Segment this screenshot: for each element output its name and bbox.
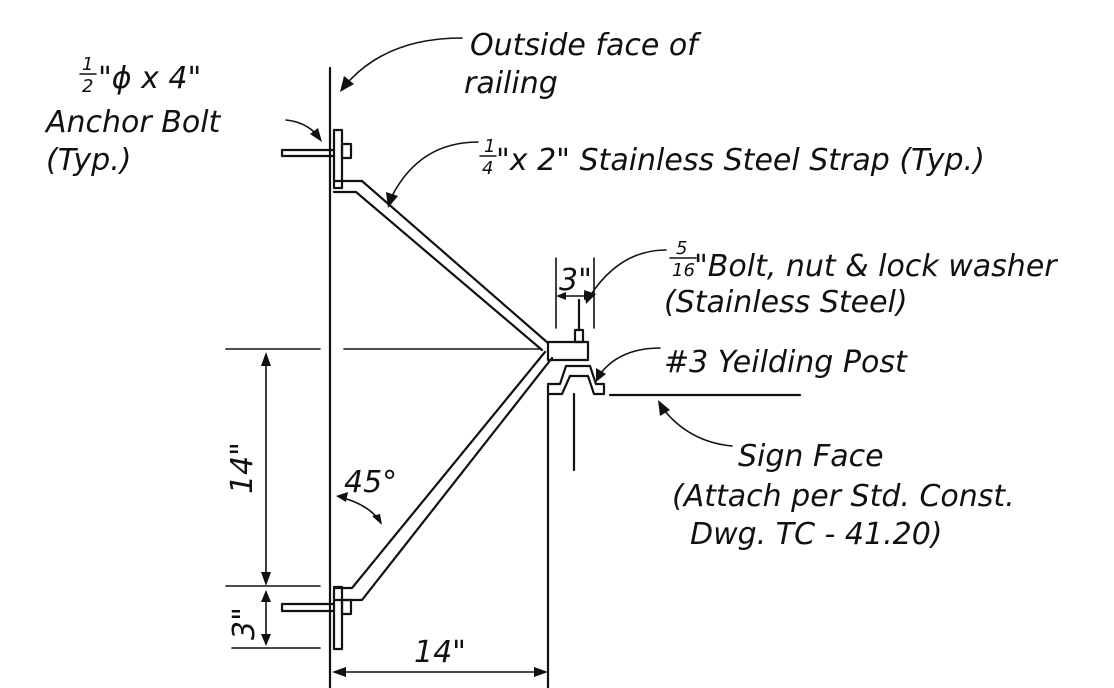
yielding-post-leader bbox=[599, 347, 661, 375]
yielding-post-section bbox=[546, 364, 606, 396]
bolt-size-num: 5 bbox=[676, 238, 687, 259]
dim-vertical-spacing: 14" bbox=[225, 442, 260, 494]
dim-14in-vert-arrow-top bbox=[261, 352, 271, 366]
dim-3in-bot-arrow-bot bbox=[261, 634, 271, 646]
dim-horizontal-projection: 14" bbox=[414, 635, 466, 670]
anchor-bolt-label: Anchor Bolt bbox=[44, 105, 222, 140]
strap-leader-arrow bbox=[386, 192, 398, 208]
anchor-bolt-leader-arrow bbox=[310, 128, 322, 142]
outside-face-label-line2: railing bbox=[464, 66, 558, 101]
dim-14in-horiz-arrow-r bbox=[534, 667, 548, 677]
dim-3in-top-arrow-l bbox=[556, 292, 566, 300]
strap-label: "x 2" Stainless Steel Strap (Typ.) bbox=[496, 143, 985, 178]
angle-arc-arrow-r bbox=[372, 514, 382, 525]
outside-face-leader bbox=[349, 37, 463, 81]
sign-face-label: Sign Face bbox=[738, 439, 884, 474]
bolt-head bbox=[573, 328, 585, 344]
yielding-post-label: #3 Yeilding Post bbox=[664, 345, 908, 380]
strap-size-num: 1 bbox=[484, 136, 495, 157]
strap-leader bbox=[391, 141, 479, 197]
bolt-material-label: (Stainless Steel) bbox=[664, 285, 908, 320]
yielding-post-leader-arrow bbox=[596, 368, 606, 382]
angle-arc-arrow-l bbox=[336, 492, 348, 502]
bottom-anchor-nut bbox=[340, 598, 353, 616]
sign-face-attach-label: (Attach per Std. Const. bbox=[672, 479, 1015, 514]
upper-strap-inner bbox=[332, 190, 544, 352]
outside-face-leader-arrow bbox=[340, 76, 354, 92]
bottom-anchor-plate bbox=[332, 585, 344, 651]
top-anchor-nut bbox=[340, 142, 353, 160]
upper-strap bbox=[332, 179, 550, 345]
bolt-label-leader bbox=[589, 249, 667, 297]
dim-3in-bot-arrow-top bbox=[261, 590, 271, 602]
dim-bottom-offset: 3" bbox=[227, 607, 262, 640]
bolt-label: "Bolt, nut & lock washer bbox=[694, 249, 1058, 284]
dim-strap-angle: 45° bbox=[344, 465, 397, 500]
anchor-bolt-size-rest: "ϕ x 4" bbox=[98, 61, 201, 96]
top-anchor-plate bbox=[332, 128, 344, 190]
strap-size-den: 4 bbox=[482, 158, 493, 179]
sign-face-leader bbox=[663, 409, 733, 447]
outside-face-label-line1: Outside face of bbox=[470, 28, 702, 63]
lower-strap-inner bbox=[332, 356, 554, 602]
anchor-bolt-size-den: 2 bbox=[82, 76, 93, 97]
bolt-clamp bbox=[546, 340, 590, 362]
sign-face-leader-arrow bbox=[658, 400, 670, 416]
dim-14in-vert-arrow-bot bbox=[261, 572, 271, 586]
anchor-bolt-size-num: 1 bbox=[82, 54, 93, 75]
dim-14in-horiz-arrow-l bbox=[332, 667, 346, 677]
anchor-bolt-typ: (Typ.) bbox=[46, 143, 131, 178]
lower-strap bbox=[332, 350, 547, 590]
bolt-size-den: 16 bbox=[672, 260, 695, 281]
sign-face-dwg-label: Dwg. TC - 41.20) bbox=[690, 517, 943, 552]
bolt-label-leader-arrow bbox=[584, 290, 596, 304]
